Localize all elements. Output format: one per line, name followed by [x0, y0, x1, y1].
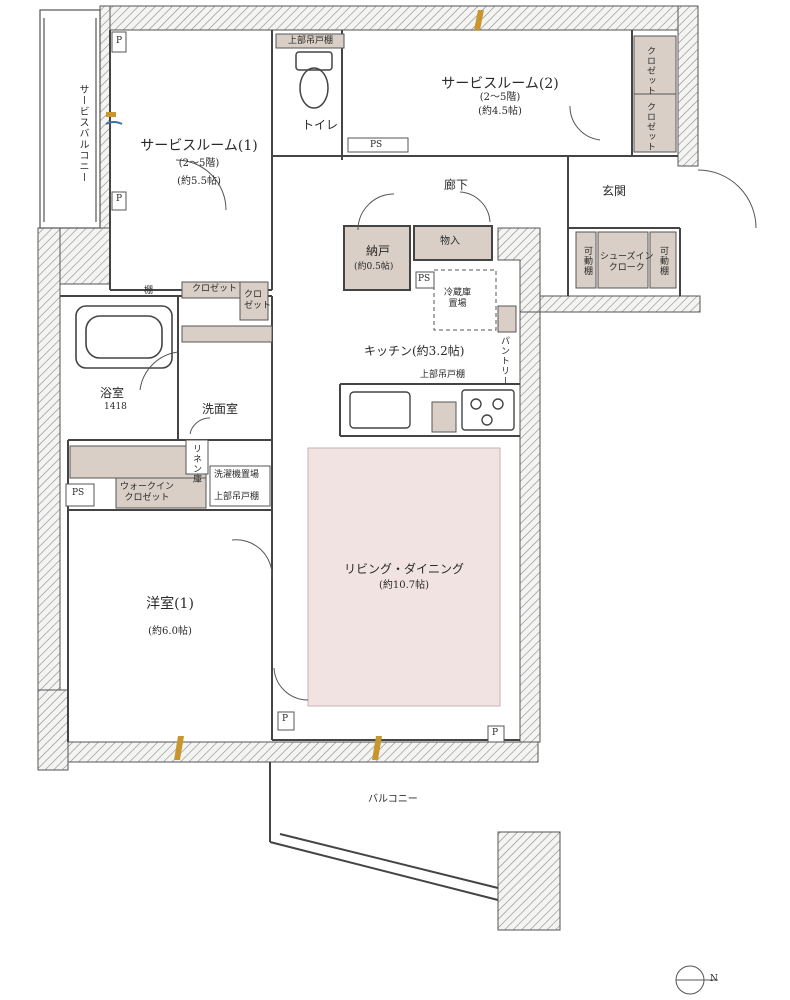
service-room-1-name: サービスルーム(1) [140, 138, 258, 154]
ps-label-2: PS [418, 274, 431, 284]
fridge-space [433, 269, 497, 331]
closet-label-2: クロ ゼット [244, 290, 272, 311]
door-swings [139, 105, 757, 701]
kitchen-upper-cabinet: 上部吊戸棚 [420, 370, 466, 380]
closet-label-4: クロゼット [645, 102, 655, 152]
bathroom-label: 浴室 [100, 386, 125, 400]
entrance-label: 玄関 [602, 184, 627, 198]
compass-icon [675, 965, 718, 995]
service-room-2-floors: (2〜5階) [479, 92, 521, 103]
p-label-1: P [116, 36, 123, 46]
western-room-1-size: (約6.0帖) [148, 626, 192, 637]
corridor-label: 廊下 [444, 178, 469, 192]
service-balcony-label: サービスバルコニー [77, 84, 88, 183]
toilet-label: トイレ [302, 118, 339, 132]
balcony-label: バルコニー [368, 794, 418, 805]
western-room-1-name: 洋室(1) [146, 596, 194, 612]
closet-label-1: クロゼット [192, 284, 238, 294]
washroom-label: 洗面室 [202, 402, 239, 416]
p-label-2: P [116, 194, 123, 204]
service-room-2-size: (約4.5帖) [478, 106, 522, 117]
walk-in-closet-label: ウォークイン クロゼット [120, 482, 175, 503]
ps-label-1: PS [370, 140, 383, 150]
living-dining-floor [307, 447, 501, 707]
living-dining-size: (約10.7帖) [378, 580, 430, 591]
bathroom-size: 1418 [104, 402, 127, 412]
linen-label: リネン庫 [191, 444, 201, 484]
exterior-walls [37, 5, 701, 931]
pantry-label: パントリー [499, 336, 509, 386]
living-dining-name: リビング・ダイニング [343, 562, 465, 576]
washer-label: 洗濯機置場 [214, 470, 260, 480]
fridge-label: 冷蔵庫 置場 [444, 288, 472, 309]
p-label-3: P [282, 714, 289, 724]
shelf-label: 棚 [144, 286, 154, 296]
ps-label-3: PS [72, 488, 85, 498]
kitchen-label: キッチン(約3.2帖) [364, 344, 465, 358]
bathtub [75, 305, 173, 369]
storeroom-size: (約0.5帖) [354, 262, 394, 272]
fixtures [65, 31, 677, 743]
service-room-1-size: (約5.5帖) [177, 176, 221, 187]
toilet-bowl [295, 51, 333, 109]
storage-label: 物入 [440, 236, 460, 247]
window-markers [105, 10, 484, 760]
toilet-upper-cabinet: 上部吊戸棚 [288, 36, 334, 46]
p-label-4: P [492, 728, 499, 738]
movable-shelf-label-2: 可動棚 [658, 246, 668, 276]
shoes-in-cloak-label: シューズイン クローク [600, 252, 654, 273]
washer-upper-cabinet: 上部吊戸棚 [214, 492, 260, 502]
service-room-1-floors: (2〜5階) [178, 158, 220, 169]
closet-label-3: クロゼット [645, 46, 655, 96]
kitchen-counter-fixtures [349, 389, 515, 431]
storeroom-label: 納戸 [366, 244, 391, 258]
compass-label: N [710, 974, 718, 984]
service-room-2-name: サービスルーム(2) [441, 76, 559, 92]
service-balcony-structure [39, 9, 101, 229]
movable-shelf-label-1: 可動棚 [582, 246, 592, 276]
